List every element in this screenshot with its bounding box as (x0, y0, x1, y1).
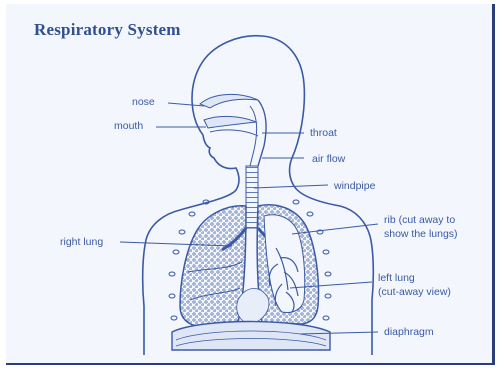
mouth-cavity (204, 116, 256, 128)
label-windpipe: windpipe (334, 180, 375, 192)
label-left-lung-line1: left lung (378, 272, 415, 284)
throat-tube-inner (250, 106, 257, 166)
windpipe-shape (246, 166, 258, 228)
label-diaphragm: diaphragm (384, 326, 434, 338)
label-nose: nose (132, 96, 155, 108)
label-air-flow: air flow (312, 153, 345, 165)
label-right-lung: right lung (60, 236, 103, 248)
label-throat: throat (310, 127, 337, 139)
label-left-lung-line2: (cut-away view) (378, 286, 451, 298)
tongue (210, 130, 258, 136)
label-rib-line2: show the lungs) (384, 228, 458, 240)
label-rib-line1: rib (cut away to (384, 214, 455, 226)
nasal-cavity (200, 94, 258, 108)
diaphragm-shape (172, 322, 330, 351)
right-lung-shape (180, 206, 246, 326)
label-mouth: mouth (114, 120, 143, 132)
